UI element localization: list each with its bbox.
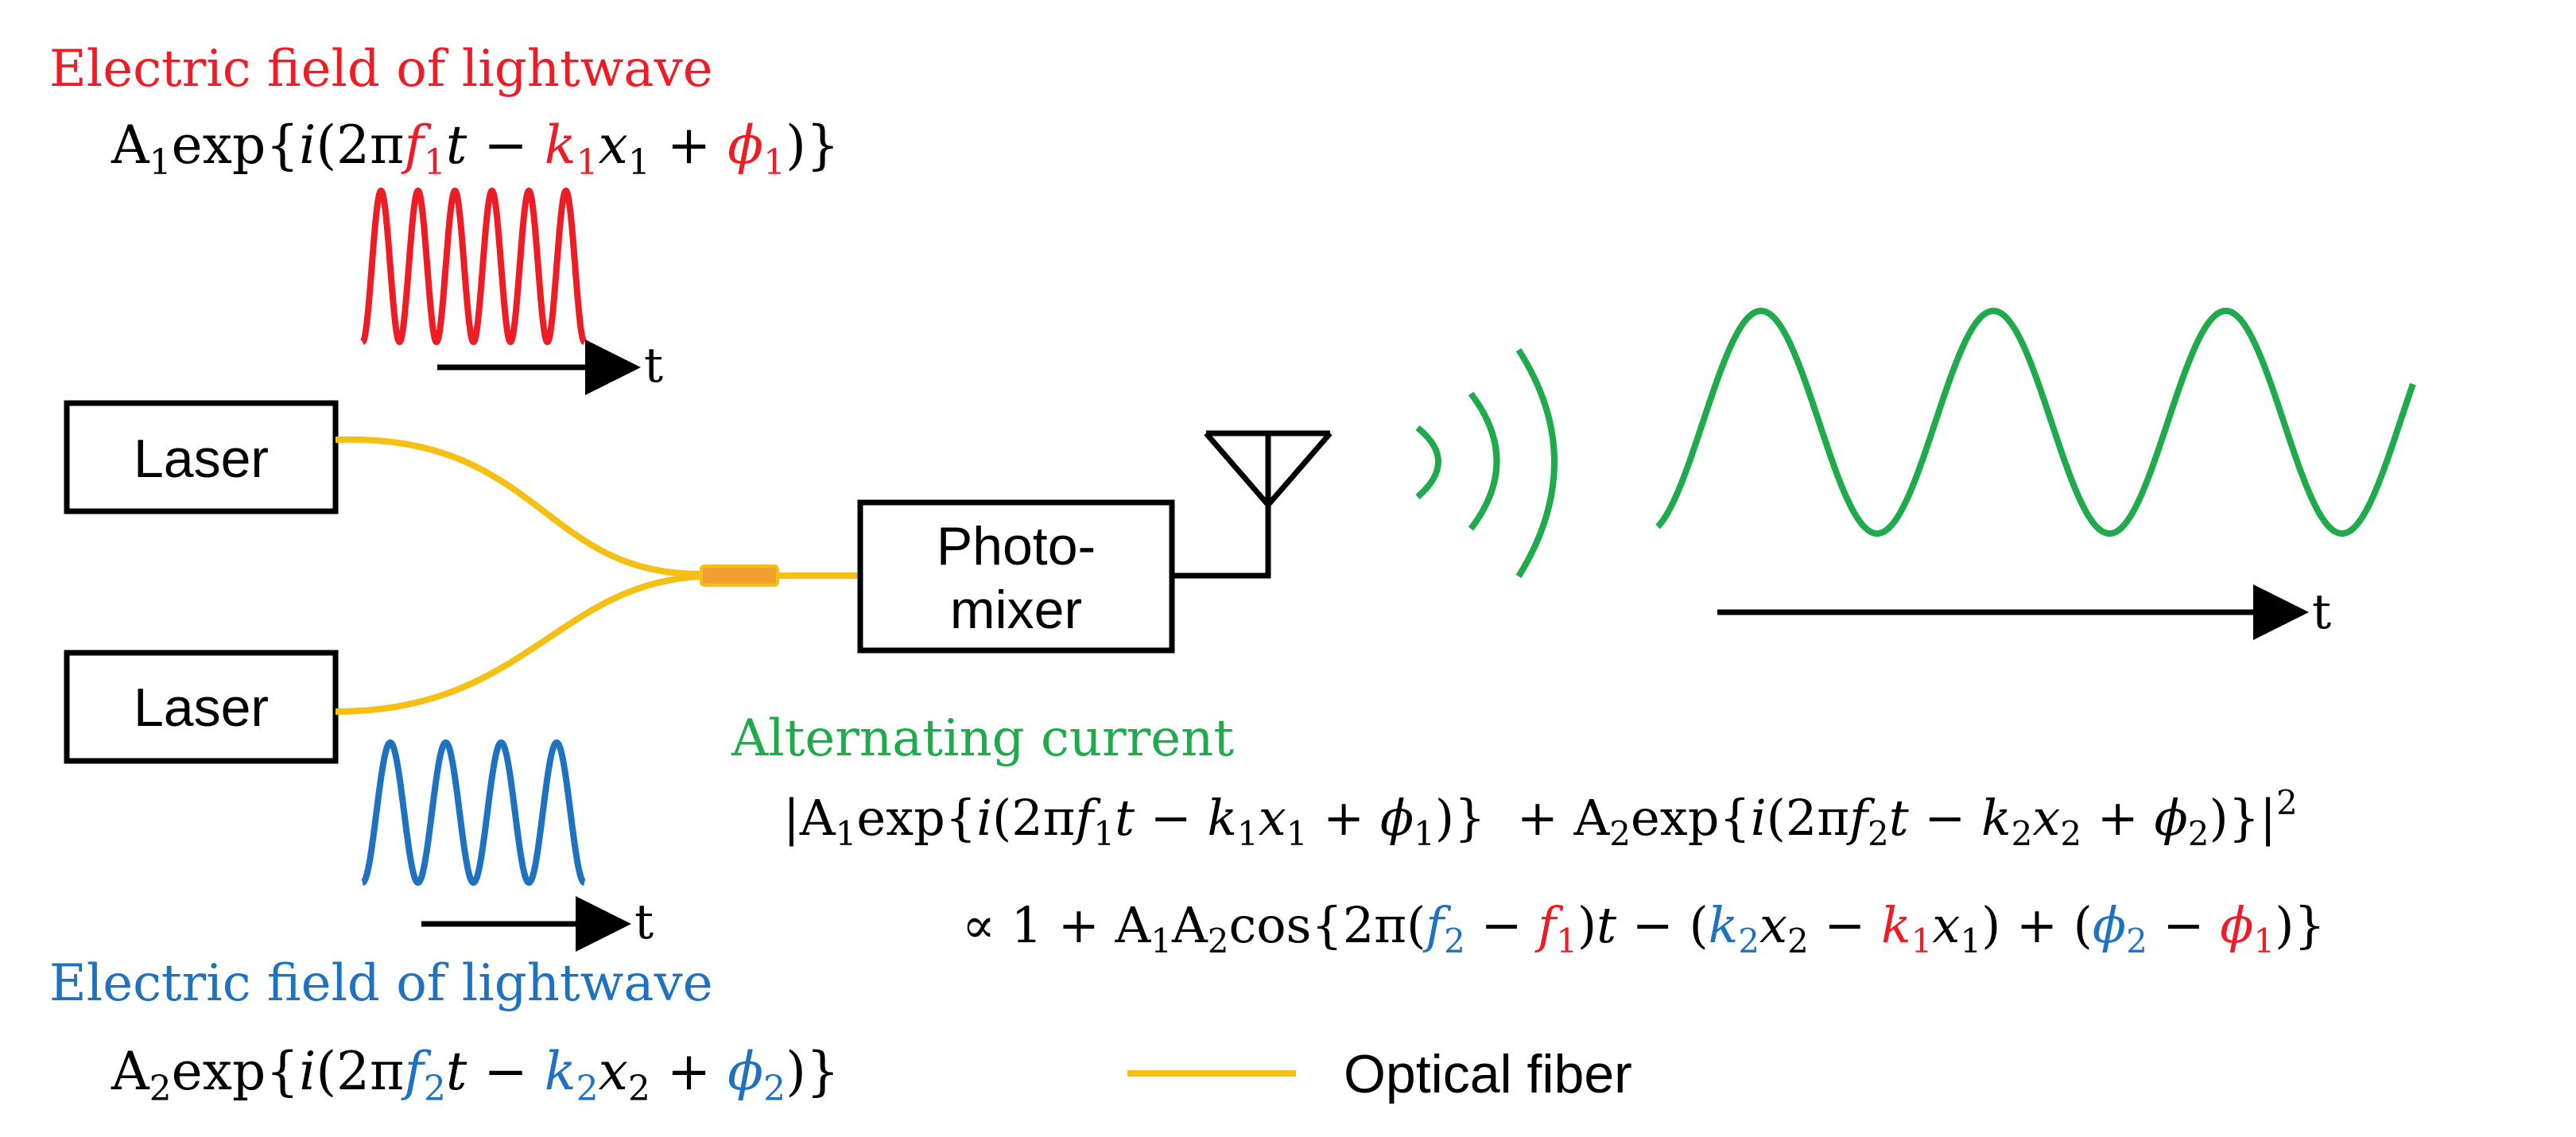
- antenna-icon: [1172, 430, 1333, 579]
- output-terahertz-wave: [1655, 307, 2416, 537]
- bottom-wave-title: Electric field of lightwave: [49, 954, 713, 1013]
- laser-bottom-box: [64, 650, 339, 764]
- top-time-axis-label: t: [644, 338, 663, 394]
- photomixer-box: [857, 499, 1175, 654]
- fiber-bottom: [335, 573, 700, 715]
- top-wave-title: Electric field of lightwave: [49, 40, 713, 99]
- blue-lightwave-signal: [361, 739, 586, 887]
- alternating-current-line2: ∝ 1 + A1A2cos{2π(f2 − f1)t − (k2x2 − k1x…: [962, 896, 2326, 960]
- laser-top-label: Laser: [134, 429, 269, 489]
- photomixer-label-line1: Photo-: [937, 516, 1096, 576]
- alternating-current-title: Alternating current: [731, 709, 1234, 768]
- laser-top-box: [64, 400, 339, 514]
- bottom-wave-formula: A2exp{i(2πf2t − k2x2 + ϕ2)}: [111, 1041, 840, 1109]
- fiber-coupler: [700, 565, 779, 587]
- top-wave-formula: A1exp{i(2πf1t − k1x1 + ϕ1)}: [111, 114, 840, 183]
- radiation-waves-icon: [1415, 347, 1558, 579]
- bottom-time-axis-label: t: [634, 894, 654, 950]
- laser-bottom-label: Laser: [134, 677, 269, 738]
- photomixer-label-line2: mixer: [950, 580, 1082, 640]
- alternating-current-line1: |A1exp{i(2πf1t − k1x1 + ϕ1)} + A2exp{i(2…: [783, 783, 2298, 853]
- red-lightwave-signal: [360, 187, 587, 346]
- output-time-axis-label: t: [2312, 584, 2331, 640]
- legend-fiber-label: Optical fiber: [1344, 1044, 1632, 1104]
- fiber-top: [335, 436, 700, 577]
